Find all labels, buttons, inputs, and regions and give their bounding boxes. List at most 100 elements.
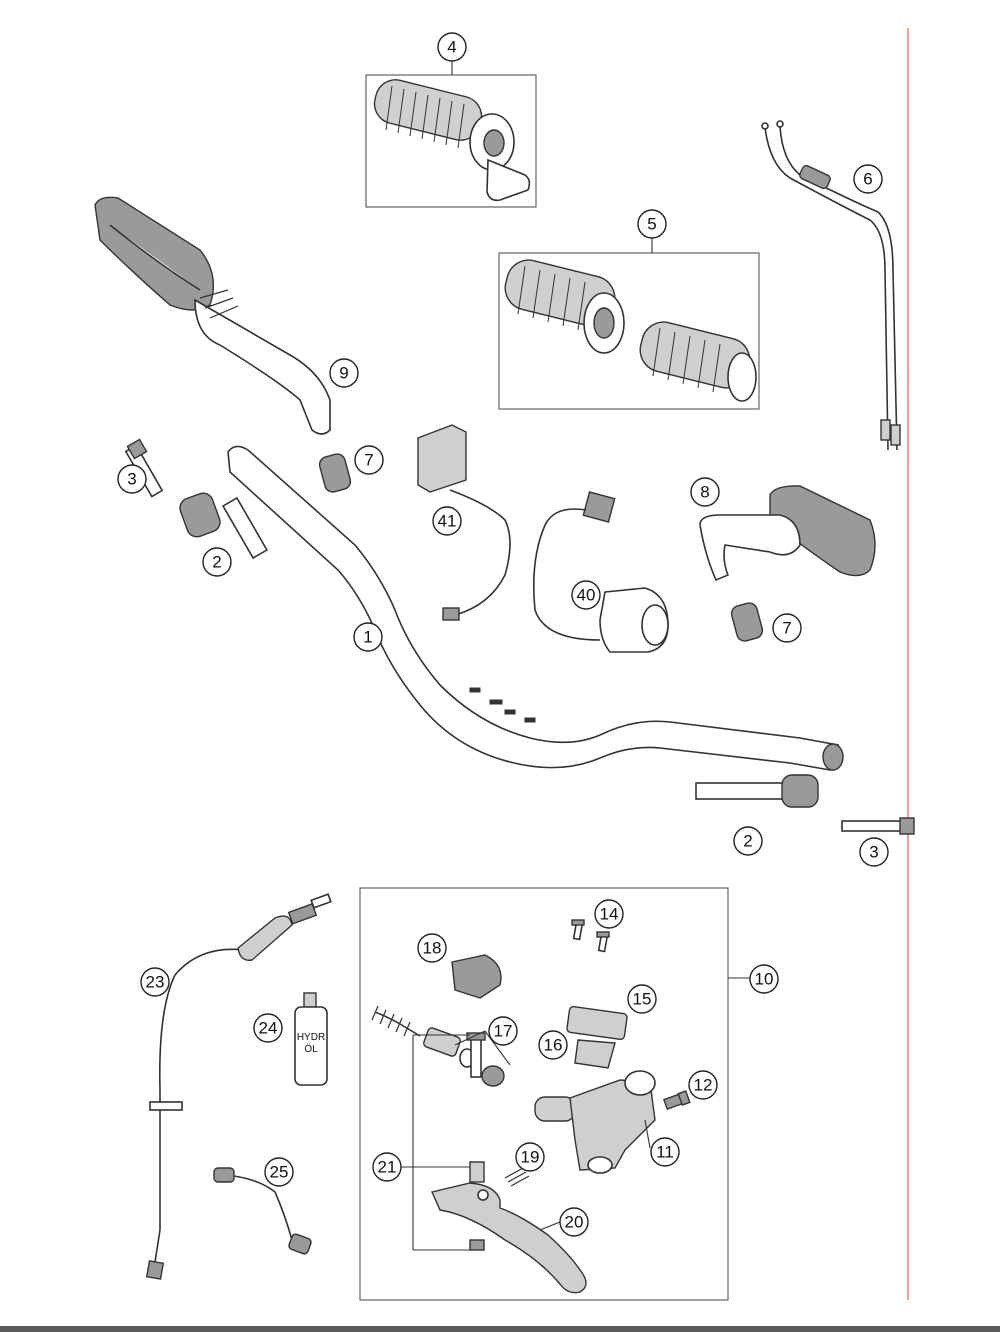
callout-3: 3	[117, 464, 147, 494]
callout-15: 15	[627, 984, 657, 1014]
callout-number: 23	[146, 973, 165, 992]
callout-circle	[637, 209, 667, 239]
callout-circle	[264, 1157, 294, 1187]
callout-number: 1	[363, 628, 372, 647]
callout-18: 18	[417, 933, 447, 963]
callout-10: 10	[749, 964, 779, 994]
kill-switch-assembly	[417, 424, 511, 621]
callout-number: 17	[494, 1022, 513, 1041]
callout-circle	[690, 477, 720, 507]
callout-41: 41	[432, 506, 462, 536]
left-mirror	[94, 196, 331, 435]
callout-circle	[559, 1207, 589, 1237]
callout-circle	[772, 613, 802, 643]
callout-circle	[650, 1137, 680, 1167]
callout-11: 11	[650, 1137, 680, 1167]
callout-25: 25	[264, 1157, 294, 1187]
left-bar-end-weight	[179, 492, 269, 560]
throttle-cables	[761, 120, 901, 451]
callout-circle	[853, 164, 883, 194]
callout-5: 5	[637, 209, 667, 239]
callout-number: 21	[378, 1158, 397, 1177]
callout-number: 6	[863, 170, 872, 189]
master-cylinder	[534, 1070, 656, 1174]
callout-40: 40	[571, 580, 601, 610]
callout-circle	[354, 445, 384, 475]
callout-number: 15	[633, 990, 652, 1009]
reservoir-cover	[566, 1005, 628, 1041]
callout-circle	[515, 1142, 545, 1172]
callout-number: 24	[259, 1019, 278, 1038]
callout-3: 3	[859, 837, 889, 867]
callout-circle	[353, 622, 383, 652]
reservoir-diaphragm	[574, 1039, 616, 1069]
callout-7: 7	[354, 445, 384, 475]
grip-set-group	[498, 252, 760, 410]
callout-7: 7	[772, 613, 802, 643]
callout-circle	[594, 899, 624, 929]
callout-circle	[733, 826, 763, 856]
callout-number: 8	[700, 483, 709, 502]
callout-9: 9	[329, 358, 359, 388]
callout-circle	[859, 837, 889, 867]
callout-number: 5	[647, 215, 656, 234]
callout-number: 41	[438, 512, 457, 531]
callout-21: 21	[372, 1152, 402, 1182]
callout-17: 17	[488, 1016, 518, 1046]
throttle-grip-group	[365, 74, 537, 208]
callout-23: 23	[140, 967, 170, 997]
mirror-adapter-left	[318, 453, 352, 493]
clutch-switch	[213, 1167, 312, 1255]
throttle-grip-sleeve	[373, 79, 483, 141]
callout-16: 16	[538, 1030, 568, 1060]
callout-6: 6	[853, 164, 883, 194]
callout-circle	[117, 464, 147, 494]
callout-19: 19	[515, 1142, 545, 1172]
hydraulic-oil-bottle: HYDR ÖL	[294, 992, 328, 1086]
right-bar-end-weight	[695, 774, 819, 808]
callout-2: 2	[733, 826, 763, 856]
clutch-hose	[145, 893, 332, 1280]
page-footer-bar	[0, 1326, 1000, 1332]
handlebar-switch-assembly	[533, 491, 669, 653]
callout-number: 3	[127, 470, 136, 489]
piston-kit	[371, 1005, 505, 1087]
grip-set-box	[498, 252, 760, 410]
callout-number: 4	[447, 38, 456, 57]
lever-spring	[504, 1167, 530, 1187]
banjo-bolt	[662, 1090, 691, 1111]
callout-8: 8	[690, 477, 720, 507]
callout-layer: 1223345677891011121415161718192021232425…	[117, 32, 889, 1237]
callout-number: 10	[755, 970, 774, 989]
callout-circle	[417, 933, 447, 963]
callout-number: 12	[694, 1076, 713, 1095]
callout-number: 16	[544, 1036, 563, 1055]
callout-circle	[749, 964, 779, 994]
callout-12: 12	[688, 1070, 718, 1100]
right-mirror	[699, 485, 876, 582]
mirror-adapter-right	[730, 602, 764, 642]
callout-number: 11	[656, 1143, 674, 1162]
callout-circle	[488, 1016, 518, 1046]
callout-number: 40	[577, 586, 596, 605]
callout-number: 20	[565, 1213, 584, 1232]
handlebar-clamp	[451, 954, 502, 999]
cover-screws	[571, 919, 610, 953]
callout-24: 24	[253, 1013, 283, 1043]
callout-circle	[329, 358, 359, 388]
lever-pivot-hardware	[466, 1032, 486, 1251]
callout-number: 3	[869, 843, 878, 862]
callout-number: 2	[212, 553, 221, 572]
callout-number: 2	[743, 832, 752, 851]
callout-4: 4	[437, 32, 467, 62]
callout-circle	[437, 32, 467, 62]
bottle-label-line-1: HYDR	[297, 1032, 325, 1043]
callout-1: 1	[353, 622, 383, 652]
callout-number: 14	[600, 905, 619, 924]
callout-circle	[372, 1152, 402, 1182]
callout-20: 20	[559, 1207, 589, 1237]
callout-number: 9	[339, 364, 348, 383]
clutch-assembly-box	[359, 887, 729, 1301]
handlebar	[227, 445, 840, 771]
